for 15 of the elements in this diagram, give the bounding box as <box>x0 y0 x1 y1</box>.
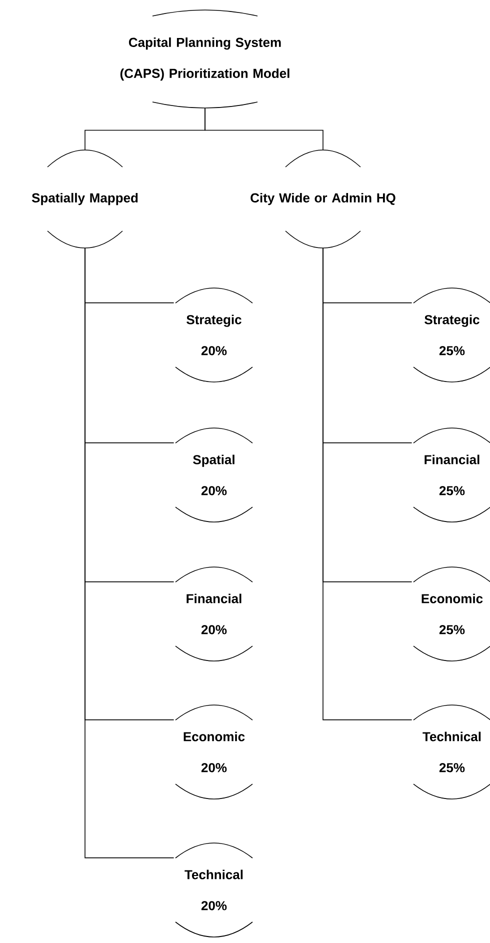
criterion-node: Strategic 20% <box>175 288 253 382</box>
criterion-node: Technical 25% <box>413 704 490 800</box>
criterion-node: Economic 25% <box>413 566 490 662</box>
category-node: City Wide or Admin HQ <box>250 150 396 248</box>
criterion-node: Financial 25% <box>413 428 490 522</box>
criterion-node: Technical 20% <box>175 842 253 938</box>
criterion-node: Spatial 20% <box>175 428 253 522</box>
criterion-node: Economic 20% <box>175 704 253 800</box>
criterion-node: Financial 20% <box>175 566 253 662</box>
category-node: Spatially Mapped <box>32 150 138 248</box>
connector-line <box>322 248 412 720</box>
title-node: Capital Planning System (CAPS) Prioritization Model <box>120 10 290 108</box>
connector-line <box>204 108 324 150</box>
criterion-node: Strategic 25% <box>413 288 490 382</box>
connector-line <box>84 248 174 858</box>
